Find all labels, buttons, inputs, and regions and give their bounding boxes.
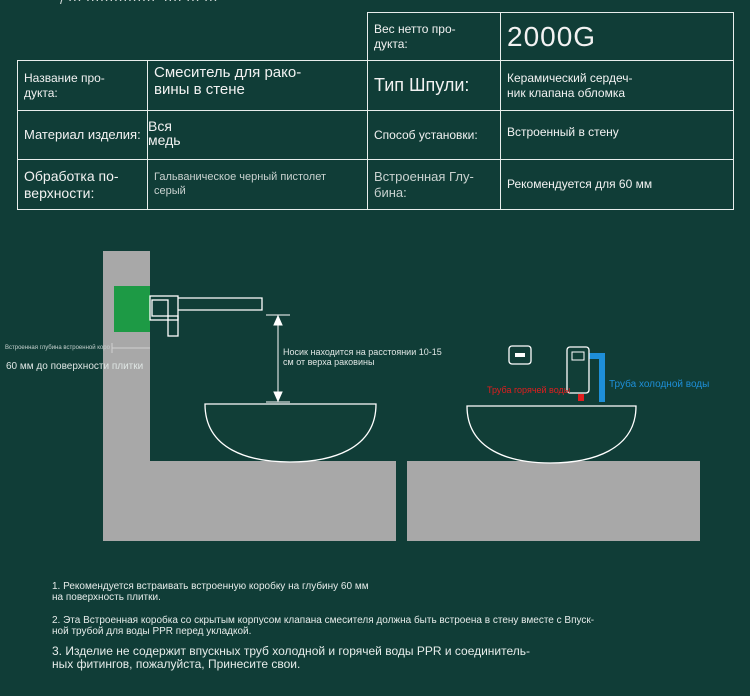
- spec-row-surface: Обработка по- верхности: Гальваническое …: [17, 159, 734, 210]
- embed-depth-text: 60 мм до поверхности плитки: [6, 361, 144, 372]
- embed-depth-value: Рекомендуется для 60 мм: [500, 159, 734, 210]
- install-method-label: Способ установки:: [367, 110, 501, 160]
- surface-value: Гальваническое черный пистолет серый: [147, 159, 368, 210]
- net-weight-label: Вес нетто про- дукта:: [367, 12, 501, 61]
- front-spout-outlet: [515, 353, 525, 357]
- counter-left: [150, 461, 396, 541]
- spout-distance-label: Носик находится на расстоянии 10-15 см о…: [283, 347, 442, 367]
- product-name-value: Смеситель для рако- вины в стене: [147, 60, 368, 111]
- cold-pipe-label: Труба холодной воды: [609, 379, 710, 390]
- front-handle: [566, 346, 590, 394]
- basin-left: [204, 403, 377, 463]
- note-1: 1. Рекомендуется встраивать встроенную к…: [52, 581, 369, 603]
- depth-indicator: [111, 343, 150, 353]
- hot-pipe-marker: [578, 394, 584, 401]
- side-faucet: [149, 295, 263, 337]
- spec-row-material: Материал изделия: Вся медь Способ устано…: [17, 110, 734, 160]
- material-label: Материал изделия:: [17, 110, 148, 160]
- embed-depth-label: Встроенная Глу- бина:: [367, 159, 501, 210]
- front-spout: [508, 345, 532, 365]
- counter-right: [407, 461, 700, 541]
- note-3: 3. Изделие не содержит впускных труб хол…: [52, 644, 531, 671]
- spool-type-value: Керамический сердеч- ник клапана обломка: [500, 60, 734, 111]
- cold-pipe-line: [589, 353, 605, 402]
- surface-label: Обработка по- верхности:: [17, 159, 148, 210]
- material-value: Вся медь: [147, 110, 368, 160]
- cropped-header-text: / ··· ··············· ···· ··· ···: [60, 0, 218, 7]
- spec-table: Вес нетто про- дукта: 2000G Название про…: [17, 12, 734, 210]
- note-2: 2. Эта Встроенная коробка со скрытым кор…: [52, 615, 595, 637]
- front-handle-lever: [571, 351, 585, 361]
- embed-depth-small-label: Встроенная глубина встроенной коро: [5, 345, 110, 351]
- basin-right: [466, 405, 637, 464]
- install-method-value: Встроенный в стену: [500, 110, 734, 160]
- spout-distance-arrow: [266, 314, 290, 403]
- hot-pipe-label: Труба горячей воды: [487, 385, 571, 395]
- spec-row-name: Название про- дукта: Смеситель для рако-…: [17, 60, 734, 111]
- embedded-box: [114, 286, 150, 332]
